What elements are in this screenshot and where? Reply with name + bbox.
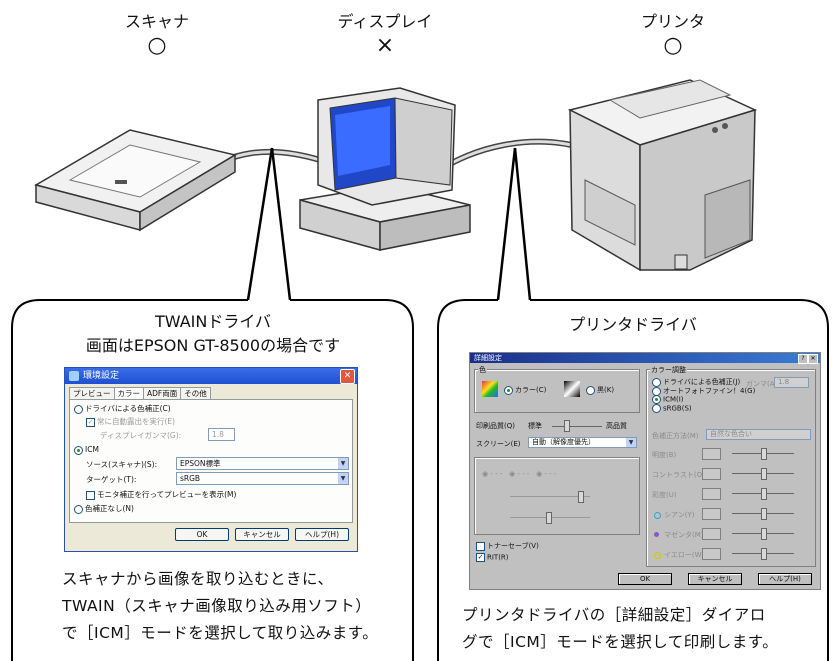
chevron-down-icon: ▼ — [338, 473, 348, 484]
radio-driver-correction[interactable]: ドライバによる色補正(C) — [74, 403, 171, 414]
tab-preview[interactable]: プレビュー — [69, 387, 115, 399]
gamma-label: ガンマ(A) — [746, 380, 778, 388]
cancel-button[interactable]: キャンセル — [688, 573, 742, 585]
pointer-left-b — [270, 147, 292, 301]
slider-label-brightness: 明度(B) — [652, 451, 677, 459]
radio-mono[interactable]: 黒(K) — [586, 385, 614, 395]
pointer-right-a — [496, 147, 517, 301]
cancel-button[interactable]: キャンセル — [235, 528, 289, 541]
check-rit[interactable]: ✓RIT(R) — [476, 553, 509, 562]
source-label: ソース(スキャナ)(S): — [86, 460, 158, 469]
printer-dialog-titlebar: 詳細設定 ? ✕ — [470, 353, 820, 364]
left-callout-body: スキャナから画像を取り込むときに、 TWAIN（スキャナ画像取り込み用ソフト） … — [62, 570, 379, 642]
target-select[interactable]: sRGB▼ — [176, 472, 349, 485]
color-adjust-label: カラー調整 — [650, 365, 687, 375]
gamma-field[interactable]: 1.8 — [208, 428, 235, 441]
color-adjust-group — [646, 369, 816, 567]
radio-color[interactable]: カラー(C) — [504, 385, 546, 395]
halftone-group — [474, 457, 640, 535]
printer-illustration — [567, 79, 758, 272]
tab-adf[interactable]: ADF両面 — [143, 387, 182, 399]
right-callout-frame — [437, 299, 498, 661]
gamma-label: ディスプレイガンマ(G): — [100, 431, 182, 440]
magenta-dot — [654, 532, 659, 537]
scanner-label: スキャナ — [124, 12, 189, 31]
yellow-dot — [654, 552, 661, 559]
radio-adj-icm[interactable]: ICM(I) — [652, 395, 684, 404]
color-group-label: 色 — [478, 365, 487, 375]
scanner-mark: ○ — [147, 33, 167, 58]
slider-label-magenta: マゼンタ(M) — [664, 531, 704, 539]
tab-other[interactable]: その他 — [180, 387, 211, 399]
check-auto-exposure[interactable]: ✓常に自動露出を実行(E) — [86, 417, 176, 427]
ok-button[interactable]: OK — [175, 528, 229, 541]
check-toner-save[interactable]: トナーセーブ(V) — [476, 541, 539, 551]
chevron-down-icon: ▼ — [626, 438, 636, 447]
help-icon[interactable]: ? — [798, 354, 808, 364]
radio-icm[interactable]: ICM — [74, 445, 99, 455]
close-icon[interactable]: ✕ — [340, 369, 355, 384]
pointer-left-a — [246, 147, 274, 301]
pointer-right-b — [513, 147, 532, 301]
screen-label: スクリーン(E) — [476, 440, 521, 448]
help-button[interactable]: ヘルプ(H) — [295, 528, 349, 541]
printer-mark: ○ — [663, 33, 683, 58]
radio-adj-srgb[interactable]: sRGB(S) — [652, 404, 692, 413]
right-callout-title: プリンタドライバ — [569, 315, 697, 334]
check-monitor-preview[interactable]: モニタ補正を行ってプレビューを表示(M) — [86, 489, 236, 500]
display-mark: × — [375, 33, 395, 58]
mode-select[interactable]: 自然な色合い — [706, 429, 811, 440]
target-label: ターゲット(T): — [86, 475, 137, 484]
slider-label-saturation: 彩度(U) — [652, 491, 677, 499]
printer-label: プリンタ — [640, 12, 705, 31]
slider-label-contrast: コントラスト(O) — [652, 471, 705, 479]
twain-titlebar: 環境設定 ✕ — [65, 368, 357, 384]
cyan-dot — [654, 512, 661, 519]
quality-std-label: 標準 — [528, 422, 542, 430]
color-group — [474, 369, 640, 413]
gamma-select[interactable]: 1.8 — [774, 377, 809, 388]
computer-illustration — [299, 87, 471, 251]
left-callout-title: TWAINドライバ — [154, 312, 272, 331]
ok-button[interactable]: OK — [618, 573, 672, 585]
left-callout-frame — [11, 299, 248, 661]
help-button[interactable]: ヘルプ(H) — [758, 573, 812, 585]
quality-slider[interactable] — [552, 426, 602, 427]
color-mode-icon — [482, 381, 498, 397]
app-icon — [69, 371, 79, 381]
right-callout-body: プリンタドライバの［詳細設定］ダイアロ グで［ICM］モードを選択して印刷します… — [462, 606, 779, 651]
source-select[interactable]: EPSON標準▼ — [176, 457, 349, 470]
twain-color-panel: ドライバによる色補正(C) ✓常に自動露出を実行(E) ディスプレイガンマ(G)… — [69, 399, 353, 523]
quality-label: 印刷品質(Q) — [476, 422, 515, 430]
chevron-down-icon: ▼ — [338, 458, 348, 469]
left-callout-subtitle: 画面はEPSON GT-8500の場合です — [85, 336, 341, 355]
quality-high-label: 高品質 — [606, 422, 627, 430]
mode-label: 色補正方法(M) — [652, 432, 699, 440]
close-icon[interactable]: ✕ — [808, 354, 818, 364]
mono-mode-icon — [564, 381, 580, 397]
radio-no-correction[interactable]: 色補正なし(N) — [74, 503, 134, 514]
display-label: ディスプレイ — [337, 12, 433, 31]
radio-adj-driver[interactable]: ドライバによる色補正(J) — [652, 377, 740, 387]
printer-detail-dialog: 詳細設定 ? ✕ 色 カラー(C) 黒(K) 印刷品質(Q) 標準 高品質 スク… — [469, 352, 821, 590]
slider-label-cyan: シアン(Y) — [664, 511, 695, 519]
slider-label-yellow: イエロー(W) — [664, 551, 705, 559]
scanner-illustration — [34, 129, 237, 232]
screen-select[interactable]: 自動（解像度優先）▼ — [528, 437, 637, 448]
